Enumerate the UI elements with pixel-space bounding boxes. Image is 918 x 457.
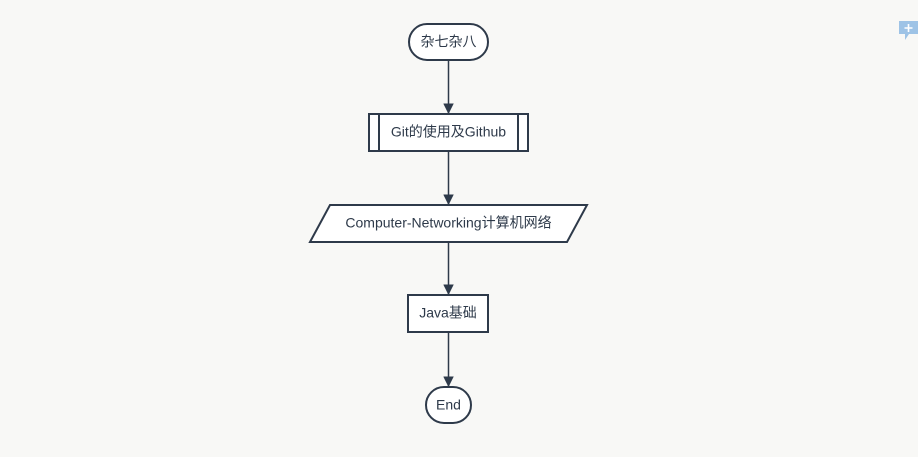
node-java-label: Java基础 xyxy=(419,305,477,321)
node-git-label: Git的使用及Github xyxy=(391,124,506,140)
node-start[interactable]: 杂七杂八 xyxy=(408,23,489,61)
node-network[interactable]: Computer-Networking计算机网络 xyxy=(308,204,589,243)
plus-icon xyxy=(899,21,918,40)
node-java[interactable]: Java基础 xyxy=(407,294,489,333)
node-git[interactable]: Git的使用及Github xyxy=(368,113,529,152)
add-comment-button[interactable] xyxy=(899,21,918,41)
node-end[interactable]: End xyxy=(425,386,472,424)
node-network-label: Computer-Networking计算机网络 xyxy=(345,215,551,231)
node-start-label: 杂七杂八 xyxy=(421,34,477,50)
node-end-label: End xyxy=(436,397,461,413)
